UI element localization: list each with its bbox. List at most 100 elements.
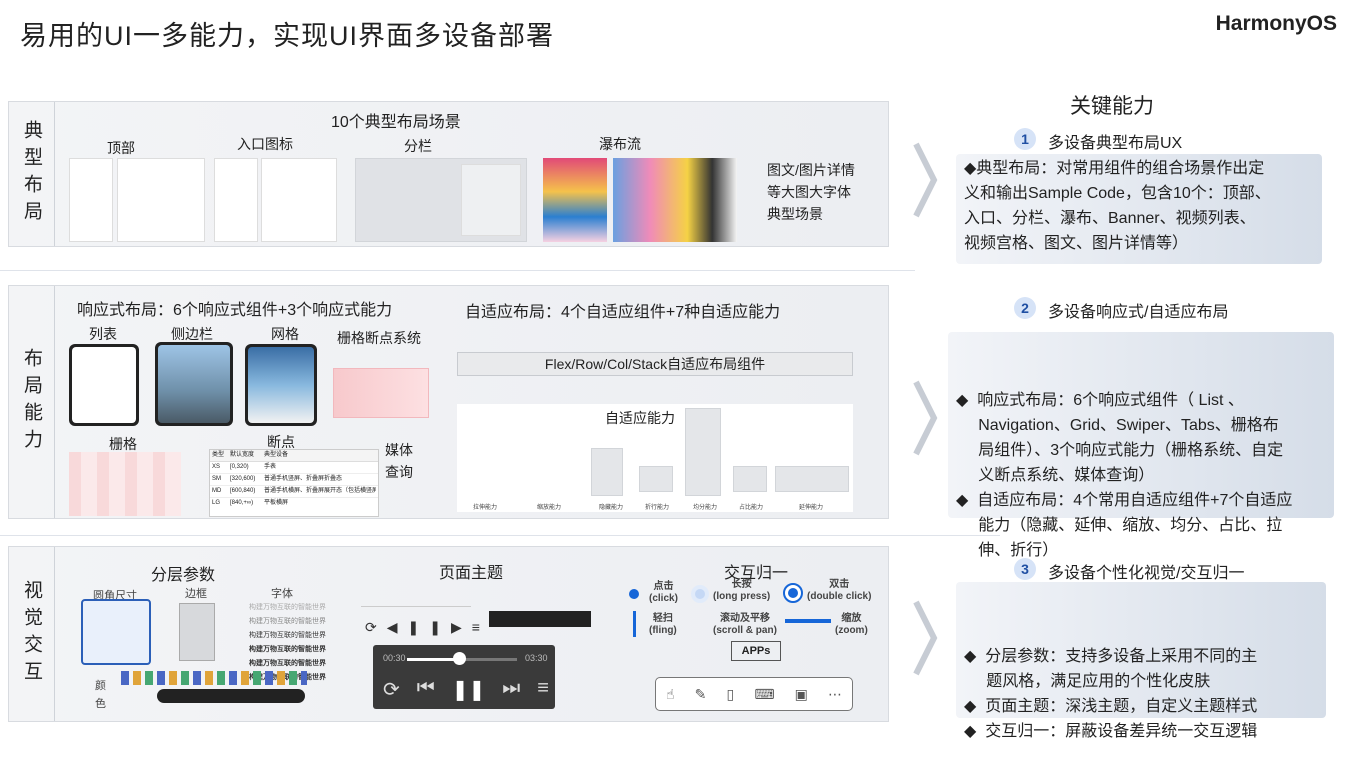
divider-2 xyxy=(0,535,1000,536)
side-text-1: 图文/图片详情 xyxy=(767,162,855,178)
pen-icon: ✎ xyxy=(694,685,707,702)
waterfall-thumb-1 xyxy=(543,158,607,242)
list-phone xyxy=(69,344,139,426)
next-icon[interactable]: ⏭ xyxy=(502,677,521,699)
gesture-fling: 轻扫(fling) xyxy=(649,613,677,636)
sub-font: 字体 xyxy=(271,588,293,600)
bp-cell: [840,+∞) xyxy=(230,500,254,506)
ability-cap: 拉伸能力 xyxy=(473,505,498,511)
device-bar: ☝✎▯⌨▣⋯ xyxy=(655,677,853,711)
interaction-title: 交互归一 xyxy=(724,565,789,582)
adaptive-ability-label: 自适应能力 xyxy=(605,410,675,426)
radius-preview xyxy=(81,599,151,665)
pause-icon[interactable]: ❚❚ xyxy=(451,679,486,701)
color-label-2: 色 xyxy=(95,698,106,710)
adaptive-area xyxy=(457,404,853,512)
player-controls[interactable]: ⟳ ⏮ ❚❚ ⏭ ≡ xyxy=(383,677,549,702)
ability-cap: 隐藏能力 xyxy=(599,505,624,511)
item-grid-col: 栅格 xyxy=(109,436,137,452)
item-top: 顶部 xyxy=(107,140,135,156)
more-icon: ⋯ xyxy=(827,685,842,702)
gesture-zoom: 缩放(zoom) xyxy=(835,613,868,636)
item-waterfall: 瀑布流 xyxy=(599,136,641,152)
layout-ability-panel: 布局能力 响应式布局：6个响应式组件+3个响应式能力 自适应布局：4个自适应组件… xyxy=(8,285,889,519)
color-palette-1 xyxy=(121,671,307,685)
flex-bar: Flex/Row/Col/Stack自适应布局组件 xyxy=(457,352,853,376)
color-label-1: 颜 xyxy=(95,680,106,692)
gesture-click: 点击(click) xyxy=(649,581,678,604)
top-thumb-phone xyxy=(69,158,113,242)
bp-cell: 平板横屏 xyxy=(264,500,289,506)
section-body-2: ◆ 响应式布局：6个响应式组件（ List 、 Navigation、Grid、… xyxy=(948,332,1334,559)
page-theme-title: 页面主题 xyxy=(439,565,504,582)
key-abilities-title: 关键能力 xyxy=(1070,95,1154,118)
prev-icon[interactable]: ⏮ xyxy=(416,677,435,699)
apps-box: APPs xyxy=(731,641,781,661)
font-sample: 构建万物互联的智能世界 xyxy=(249,660,326,667)
item-list: 列表 xyxy=(89,326,117,342)
bp-cell: [0,320) xyxy=(230,464,249,470)
split-inner xyxy=(461,164,521,236)
bp-cell: [600,840) xyxy=(230,488,256,494)
sub-border: 边框 xyxy=(185,588,207,600)
breakpoint-table: 类型 默认宽度 典型设备 XS[0,320)手表 SM[320,600)普通手机… xyxy=(209,449,379,517)
section-number-3: 3 xyxy=(1014,558,1036,580)
row-label-visual: 视觉交互 xyxy=(9,547,55,721)
bp-head-type: 类型 xyxy=(212,452,225,458)
long-press-dot xyxy=(691,585,709,603)
ability-cap: 折行能力 xyxy=(645,505,670,511)
bp-cell: 手表 xyxy=(264,464,277,470)
top-thumb-tablet xyxy=(117,158,205,242)
ability-block xyxy=(591,448,623,496)
harmonyos-logo: HarmonyOS xyxy=(1215,12,1337,35)
item-split: 分栏 xyxy=(404,138,432,154)
grid-col-chart xyxy=(69,452,181,516)
bp-cell: 普通手机竖屏、折叠屏折叠态 xyxy=(264,476,343,482)
menu-icon[interactable]: ≡ xyxy=(537,677,549,699)
section-number-2: 2 xyxy=(1014,297,1036,319)
sidebar-tablet xyxy=(155,342,233,426)
font-sample: 构建万物互联的智能世界 xyxy=(249,632,326,639)
section-title-3: 多设备个性化视觉/交互归一 xyxy=(1048,565,1245,582)
gesture-long: 长按(long press) xyxy=(713,579,771,602)
ability-block xyxy=(733,466,767,492)
bp-cell: SM xyxy=(212,476,221,482)
loop-icon[interactable]: ⟳ xyxy=(383,679,400,701)
bp-cell: XS xyxy=(212,464,221,470)
player-start: 00:30 xyxy=(383,653,406,663)
typical-heading: 10个典型布局场景 xyxy=(331,114,461,131)
row-label-typical: 典型布局 xyxy=(9,102,55,246)
divider-1 xyxy=(0,270,915,271)
item-sidebar: 侧边栏 xyxy=(171,326,213,342)
grid-phone xyxy=(245,344,317,426)
section-body-3: ◆ 分层参数：支持多设备上采用不同的主 题风格，满足应用的个性化皮肤◆ 页面主题… xyxy=(956,582,1326,740)
theme-dark-strip xyxy=(489,611,591,627)
page-title: 易用的UI一多能力，实现UI界面多设备部署 xyxy=(20,21,554,51)
ability-cap: 延伸能力 xyxy=(799,505,824,511)
player-thumb[interactable] xyxy=(453,652,466,665)
entry-thumb-1 xyxy=(214,158,258,242)
player-end: 03:30 xyxy=(525,653,548,663)
side-text-3: 典型场景 xyxy=(767,206,823,222)
chevron-3 xyxy=(913,600,938,676)
media-query-1: 媒体 xyxy=(385,442,413,458)
chevron-2 xyxy=(913,380,938,456)
border-preview xyxy=(179,603,215,661)
entry-thumb-2 xyxy=(261,158,337,242)
gesture-scroll: 滚动及平移(scroll & pan) xyxy=(713,613,777,636)
fling-arrow xyxy=(633,611,636,637)
adaptive-title: 自适应布局：4个自适应组件+7种自适应能力 xyxy=(465,304,781,321)
breakpoint-chart xyxy=(333,368,429,418)
responsive-title: 响应式布局：6个响应式组件+3个响应式能力 xyxy=(77,302,393,319)
chevron-1 xyxy=(913,142,938,218)
touch-icon: ☝ xyxy=(666,685,675,702)
font-sample: 构建万物互联的智能世界 xyxy=(249,618,326,625)
section-number-1: 1 xyxy=(1014,128,1036,150)
remote-icon: ▣ xyxy=(794,685,808,702)
mouse-icon: ▯ xyxy=(726,685,735,702)
item-entry-icon: 入口图标 xyxy=(237,136,293,152)
media-query-2: 查询 xyxy=(385,464,413,480)
visual-interaction-panel: 视觉交互 分层参数 圆角尺寸 边框 字体 构建万物互联的智能世界 构建万物互联的… xyxy=(8,546,889,722)
waterfall-thumb-2 xyxy=(613,158,737,242)
section-body-1: ◆典型布局：对常用组件的组合场景作出定义和输出Sample Code，包含10个… xyxy=(956,154,1322,264)
